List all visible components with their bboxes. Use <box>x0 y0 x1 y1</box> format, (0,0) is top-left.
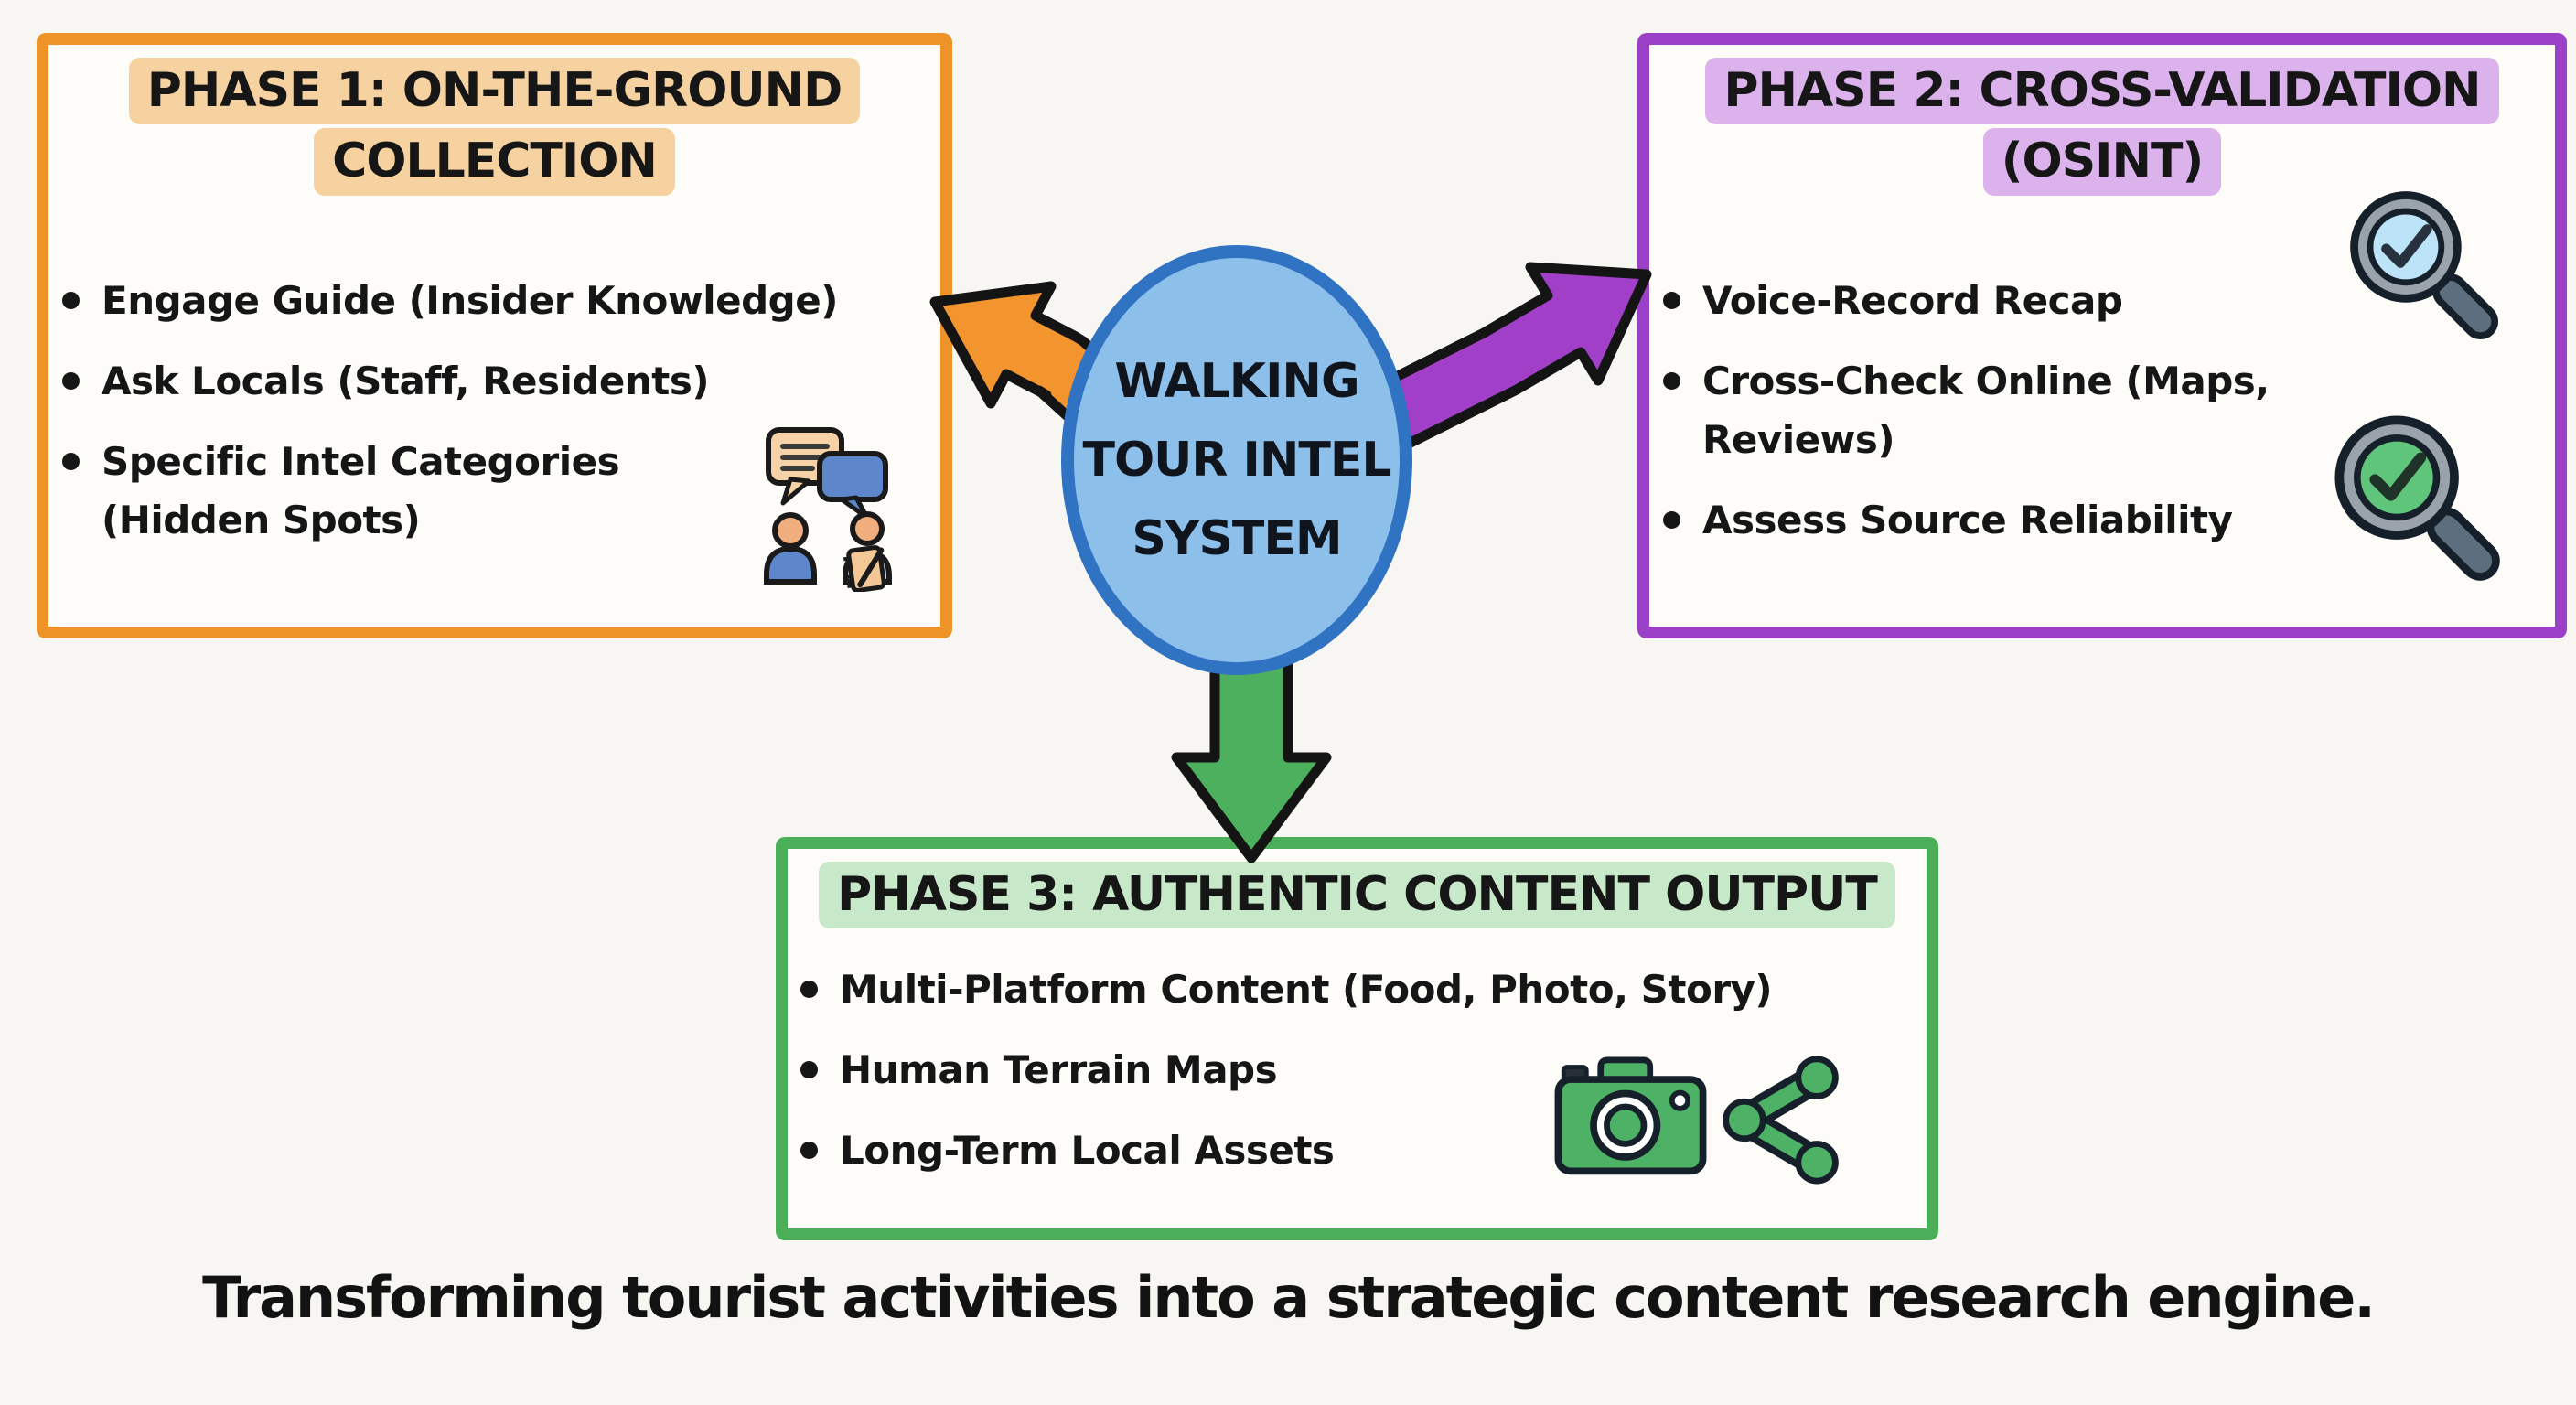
bullet-line: Multi-Platform Content (Food, Photo, Sto… <box>840 967 1773 1012</box>
bullet-dot <box>62 453 80 470</box>
bullet-line: Reviews) <box>1702 417 1895 462</box>
bullet-line: Cross-Check Online (Maps, <box>1702 359 2270 403</box>
phase3-title-line1: PHASE 3: AUTHENTIC CONTENT OUTPUT <box>819 862 1895 929</box>
bullet-line: Specific Intel Categories <box>102 439 620 484</box>
bullet-text: Ask Locals (Staff, Residents) <box>102 352 710 411</box>
conversation-icon-svg <box>764 427 892 594</box>
bullet-line: Assess Source Reliability <box>1702 498 2233 542</box>
share-icon <box>1718 1050 1846 1189</box>
bullet-dot <box>1663 292 1680 309</box>
list-item: Assess Source Reliability <box>1663 491 2514 550</box>
bullet-dot <box>800 981 818 998</box>
conversation-icon <box>759 423 906 594</box>
bullet-text: Long-Term Local Assets <box>840 1121 1335 1180</box>
phase1-bullet-list: Engage Guide (Insider Knowledge) Ask Loca… <box>62 272 913 572</box>
list-item: Ask Locals (Staff, Residents) <box>62 352 913 411</box>
bullet-dot <box>1663 372 1680 390</box>
phase2-title-line2: (OSINT) <box>1982 128 2222 196</box>
list-item: Human Terrain Maps <box>800 1041 1880 1099</box>
bullet-line: Ask Locals (Staff, Residents) <box>102 359 710 403</box>
phase1-title-line1: PHASE 1: ON-THE-GROUND <box>128 58 861 125</box>
phase1-title-line2: COLLECTION <box>314 128 675 196</box>
phase2-box: PHASE 2: CROSS-VALIDATION (OSINT) Voice-… <box>1637 33 2567 638</box>
bullet-text: Multi-Platform Content (Food, Photo, Sto… <box>840 960 1773 1019</box>
bullet-text: Cross-Check Online (Maps, Reviews) <box>1702 352 2270 469</box>
bullet-text: Specific Intel Categories (Hidden Spots) <box>102 433 620 550</box>
phase2-title: PHASE 2: CROSS-VALIDATION (OSINT) <box>1649 45 2555 196</box>
bullet-text: Assess Source Reliability <box>1702 491 2233 550</box>
bullet-dot <box>62 292 80 309</box>
bullet-line: (Hidden Spots) <box>102 498 421 542</box>
hub-text-line: TOUR INTEL <box>1082 433 1391 488</box>
list-item: Voice-Record Recap <box>1663 272 2514 330</box>
phase1-title: PHASE 1: ON-THE-GROUND COLLECTION <box>48 45 940 196</box>
camera-icon <box>1551 1056 1711 1180</box>
list-item: Engage Guide (Insider Knowledge) <box>62 272 913 330</box>
hub-circle-label: WALKING TOUR INTEL SYSTEM <box>1054 342 1420 578</box>
bullet-text: Engage Guide (Insider Knowledge) <box>102 272 838 330</box>
phase2-title-line1: PHASE 2: CROSS-VALIDATION <box>1705 58 2499 125</box>
camera-icon-svg <box>1554 1056 1707 1175</box>
phase1-box: PHASE 1: ON-THE-GROUND COLLECTION Engage… <box>37 33 952 638</box>
bullet-line: Long-Term Local Assets <box>840 1128 1335 1173</box>
bullet-line: Human Terrain Maps <box>840 1047 1278 1092</box>
bullet-line: Engage Guide (Insider Knowledge) <box>102 278 838 323</box>
magnifier-check-blue-icon <box>2340 181 2500 341</box>
phase3-bullet-list: Multi-Platform Content (Food, Photo, Sto… <box>800 960 1880 1202</box>
caption-text: Transforming tourist activities into a s… <box>202 1264 2376 1331</box>
bullet-dot <box>62 372 80 390</box>
magnifier-check-green-icon-svg <box>2334 415 2500 581</box>
bullet-dot <box>800 1061 818 1078</box>
phase3-box: PHASE 3: AUTHENTIC CONTENT OUTPUT Multi-… <box>776 837 1938 1240</box>
list-item: Specific Intel Categories (Hidden Spots) <box>62 433 913 550</box>
magnifier-check-blue-icon-svg <box>2350 191 2499 340</box>
magnifier-check-green-icon <box>2324 404 2502 583</box>
hub-text-line: WALKING <box>1114 354 1359 409</box>
share-icon-svg <box>1723 1056 1839 1185</box>
bullet-dot <box>1663 511 1680 529</box>
list-item: Multi-Platform Content (Food, Photo, Sto… <box>800 960 1880 1019</box>
green-arrow <box>1171 626 1332 863</box>
bullet-text: Human Terrain Maps <box>840 1041 1278 1099</box>
bullet-dot <box>800 1142 818 1159</box>
phase3-title: PHASE 3: AUTHENTIC CONTENT OUTPUT <box>788 849 1927 929</box>
bullet-text: Voice-Record Recap <box>1702 272 2123 330</box>
hub-text-line: SYSTEM <box>1132 511 1342 566</box>
list-item: Long-Term Local Assets <box>800 1121 1880 1180</box>
bullet-line: Voice-Record Recap <box>1702 278 2123 323</box>
list-item: Cross-Check Online (Maps, Reviews) <box>1663 352 2514 469</box>
